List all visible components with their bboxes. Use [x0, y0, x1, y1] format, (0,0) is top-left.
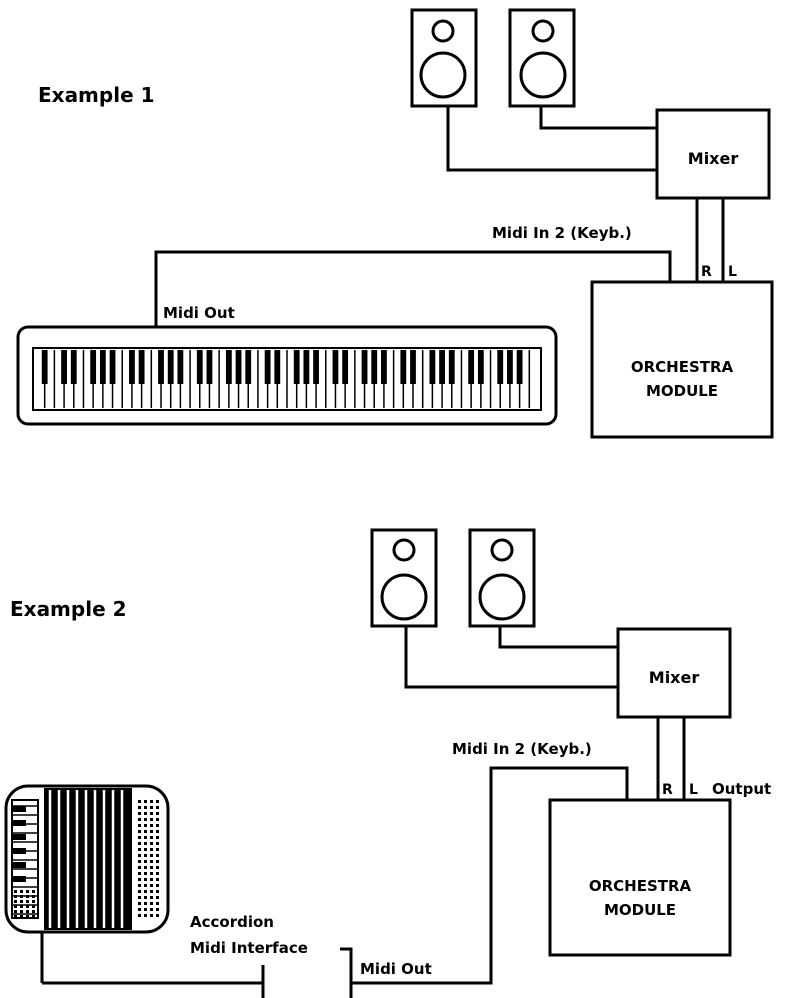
channel-r-label: R: [662, 782, 673, 798]
example-2-title: Example 2: [10, 597, 127, 621]
orchestra-module-box: [548, 798, 732, 957]
module-label-line2: MODULE: [646, 382, 718, 400]
midi-out-label: Midi Out: [163, 304, 235, 322]
example-1: Example 1 Mixer R L ORCHESTRA MODULE Mid…: [16, 8, 774, 439]
mixer-label: Mixer: [649, 668, 700, 687]
accordion-icon: [4, 784, 170, 934]
module-label-line2: MODULE: [604, 901, 676, 919]
interface-box-edge: [340, 947, 353, 998]
mixer-label: Mixer: [688, 149, 739, 168]
module-label-line1: ORCHESTRA: [589, 877, 692, 895]
channel-r-label: R: [701, 264, 712, 280]
interface-label-line1: Accordion: [190, 913, 274, 931]
speaker-right-cable: [539, 106, 657, 130]
speaker-right-icon: [468, 528, 536, 628]
speaker-right-icon: [508, 8, 576, 108]
midi-out-label: Midi Out: [360, 960, 432, 978]
midi-cable: [351, 766, 629, 985]
example-2: Example 2 Mixer R L Output ORCHESTRA MOD…: [4, 528, 771, 998]
channel-l-label: L: [728, 264, 737, 280]
midi-in-label: Midi In 2 (Keyb.): [492, 224, 632, 242]
speaker-right-cable: [498, 626, 618, 649]
interface-label-line2: Midi Interface: [190, 939, 308, 957]
midi-cable: [154, 250, 672, 327]
example-1-title: Example 1: [38, 83, 155, 107]
mixer-box: [655, 108, 771, 200]
speaker-left-icon: [410, 8, 478, 108]
output-label: Output: [712, 780, 771, 798]
midi-in-label: Midi In 2 (Keyb.): [452, 740, 592, 758]
channel-l-label: L: [689, 782, 698, 798]
mixer-box: [616, 627, 732, 719]
speaker-left-icon: [370, 528, 438, 628]
module-label-line1: ORCHESTRA: [631, 358, 734, 376]
orchestra-module-box: [590, 280, 774, 439]
speaker-left-cable: [404, 626, 618, 689]
keyboard-icon: [16, 325, 558, 426]
speaker-left-cable: [446, 106, 657, 172]
